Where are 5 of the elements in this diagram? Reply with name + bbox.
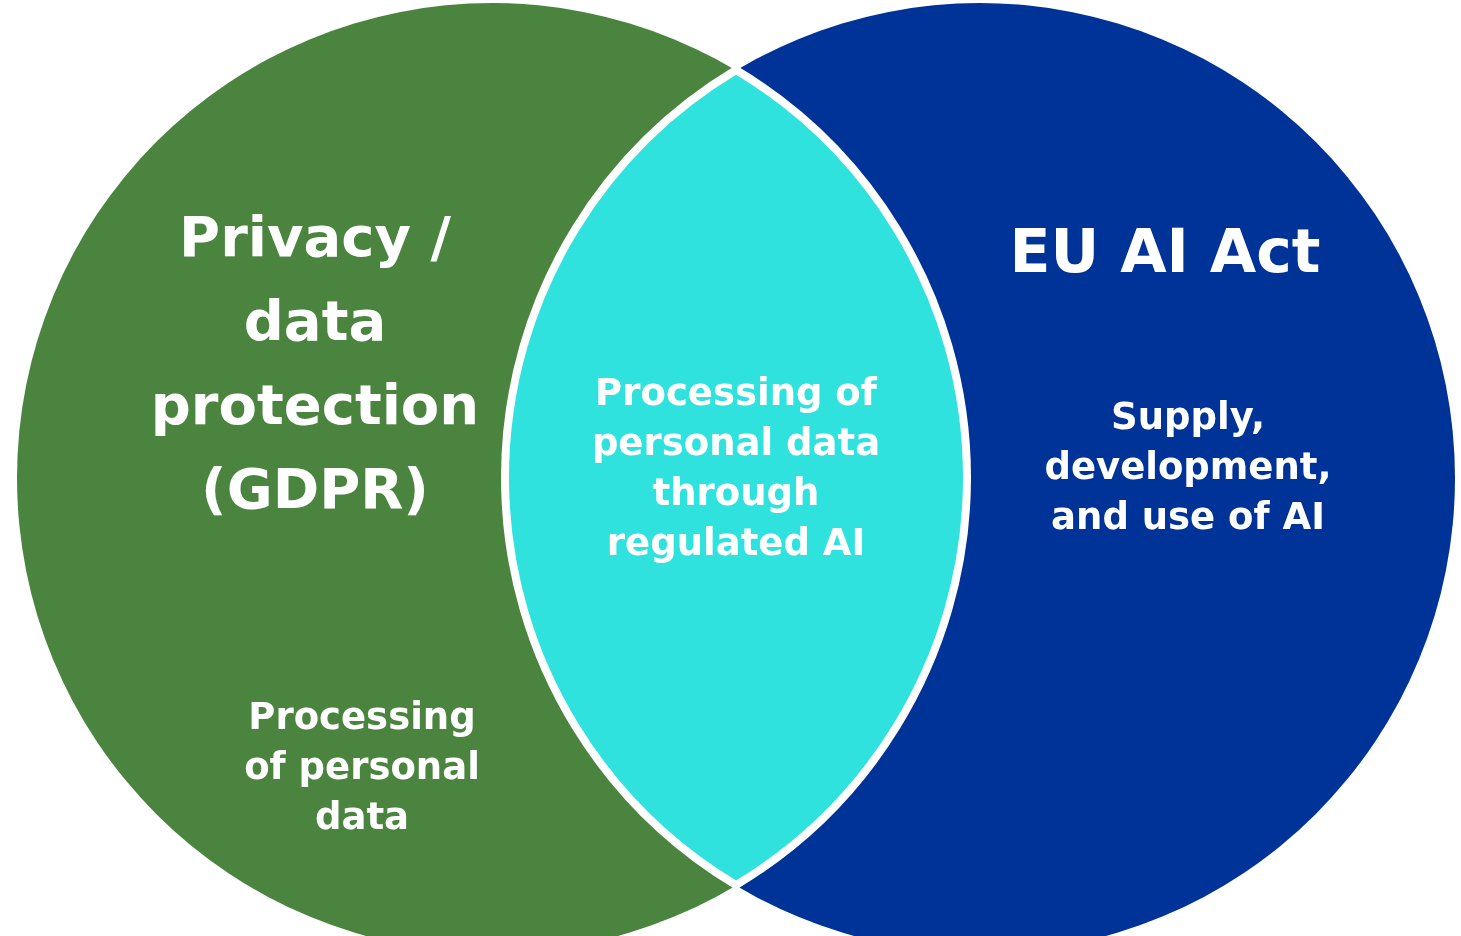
circle-description: Supply, development, and use of AI [1043,394,1333,540]
circle-description: Processing of personal data [243,694,481,840]
circle-title: Privacy / data protection (GDPR) [149,203,481,523]
circle-title: EU AI Act [1008,215,1322,287]
overlap-description: Processing of personal data through regulated AI [590,370,882,566]
